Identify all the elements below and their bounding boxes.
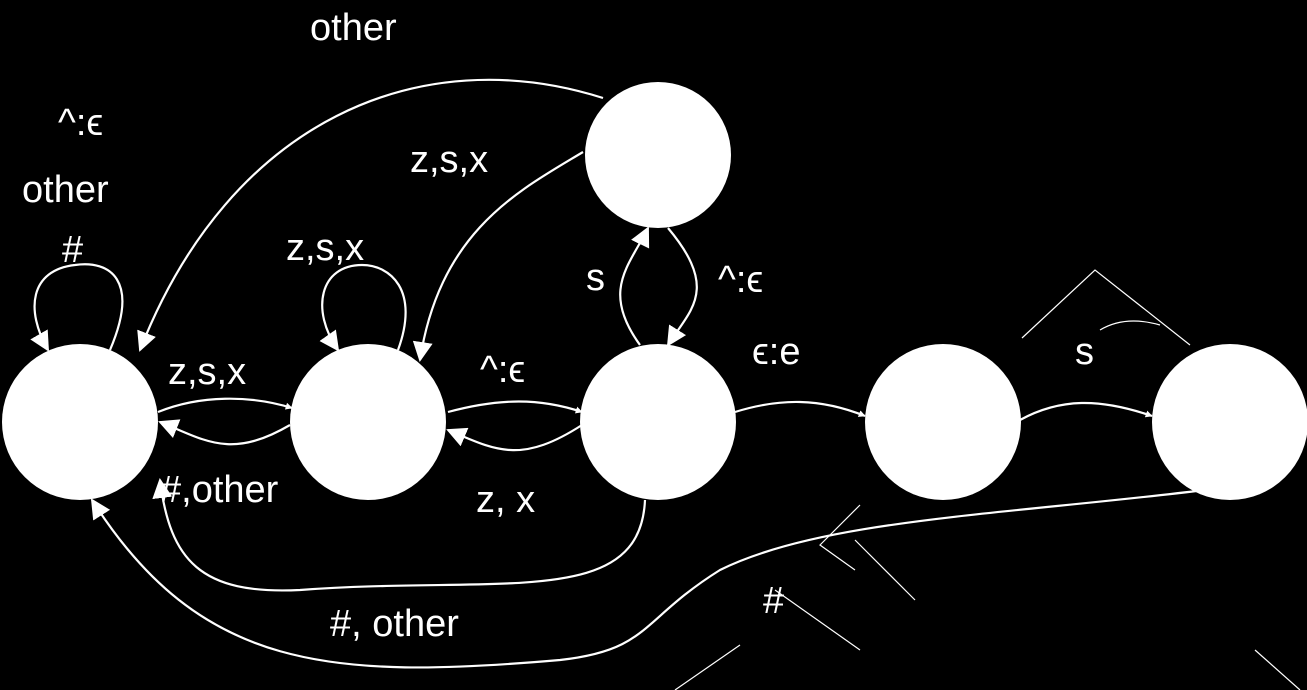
label-q2-q4: ϵ:e (752, 331, 800, 373)
edge-q2-q4 (734, 400, 866, 418)
state-q4 (865, 344, 1021, 500)
edge-q0-q0-loop (30, 263, 124, 352)
states (2, 82, 1307, 500)
edge-labels: other ^:ϵ other # z,s,x z,s,x s ^:ϵ z,s,… (22, 7, 1094, 645)
edge-q4-q5 (1019, 401, 1153, 421)
state-q3 (585, 82, 731, 228)
label-q1-loop: z,s,x (286, 227, 364, 269)
edge-q2-q0-lower (152, 478, 647, 592)
label-q3-q2: ^:ϵ (718, 259, 763, 301)
label-q4-q5: s (1075, 331, 1094, 373)
edge-q1-q1-loop (319, 263, 407, 352)
state-q1 (290, 344, 446, 500)
label-q0-q1: z,s,x (168, 351, 246, 393)
label-q1-q2: ^:ϵ (480, 349, 525, 391)
label-q1-q0: #,other (160, 469, 279, 511)
label-q5-q0: # (763, 580, 784, 622)
edge-q3-q1 (412, 151, 584, 362)
edge-q1-q2 (447, 400, 583, 414)
label-q3-q0: other (310, 7, 397, 49)
edges (30, 78, 1206, 669)
state-q5 (1152, 344, 1307, 500)
label-q0-loop-line1: ^:ϵ (58, 102, 103, 144)
edge-q3-q0 (137, 78, 604, 352)
edge-q3-q2 (666, 227, 698, 347)
edge-q2-q3 (619, 226, 650, 346)
label-q0-loop-line3: # (62, 229, 83, 271)
edge-q1-q0 (158, 419, 291, 446)
edge-q0-q1 (157, 397, 293, 414)
edge-q5-q0 (90, 488, 1206, 669)
background-artifacts (674, 269, 1301, 690)
label-q2-q1: z, x (476, 479, 535, 521)
label-q3-q1: z,s,x (410, 139, 488, 181)
state-q2 (580, 344, 736, 500)
label-q0-loop-line2: other (22, 169, 109, 211)
label-q2-q3: s (586, 257, 605, 299)
label-q2-q0-lower: #, other (330, 603, 459, 645)
edge-q2-q1 (446, 424, 583, 452)
state-q0 (2, 344, 158, 500)
